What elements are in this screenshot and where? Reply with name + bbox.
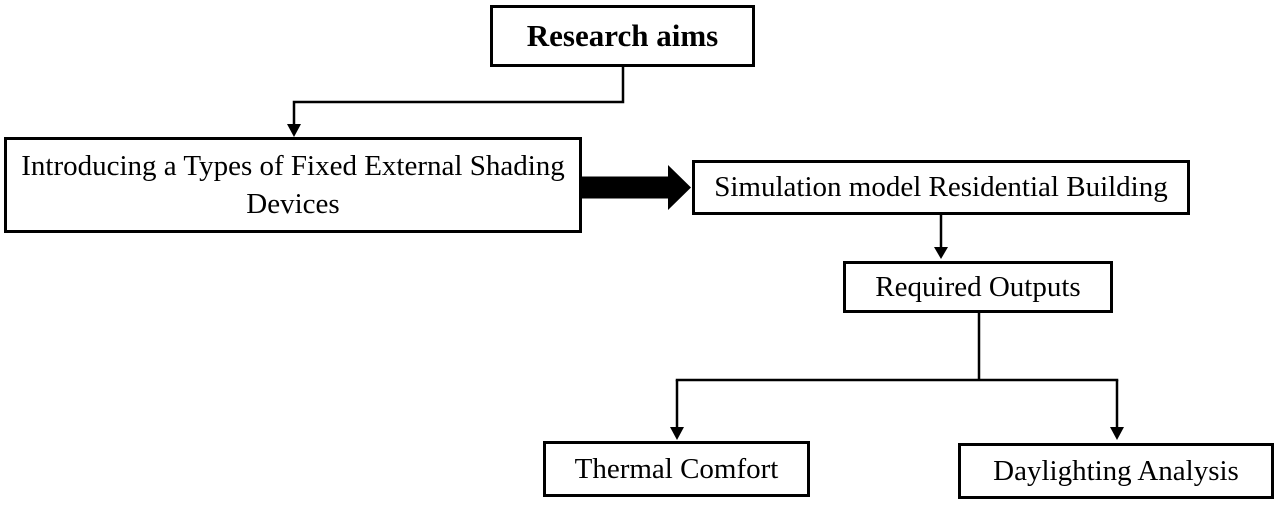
node-simulation-model-label: Simulation model Residential Building [714, 171, 1168, 204]
node-required-outputs: Required Outputs [843, 261, 1113, 313]
arrowhead-down-icon [670, 427, 684, 440]
thick-right-arrow-icon [582, 165, 691, 210]
arrowhead-down-icon [1110, 427, 1124, 440]
node-required-outputs-label: Required Outputs [875, 270, 1081, 303]
node-thermal-comfort: Thermal Comfort [543, 441, 810, 497]
node-thermal-comfort-label: Thermal Comfort [574, 452, 779, 485]
node-shading-devices-label: Introducing a Types of Fixed External Sh… [21, 149, 565, 220]
arrowhead-down-icon [934, 247, 948, 259]
node-daylighting-analysis-label: Daylighting Analysis [993, 454, 1239, 487]
node-daylighting-analysis: Daylighting Analysis [958, 443, 1274, 499]
node-shading-devices: Introducing a Types of Fixed External Sh… [4, 137, 582, 233]
node-research-aims-label: Research aims [526, 17, 719, 53]
arrowhead-down-icon [287, 124, 301, 137]
node-simulation-model: Simulation model Residential Building [692, 160, 1190, 215]
connector-research-to-shading [292, 67, 625, 126]
node-research-aims: Research aims [490, 5, 755, 67]
